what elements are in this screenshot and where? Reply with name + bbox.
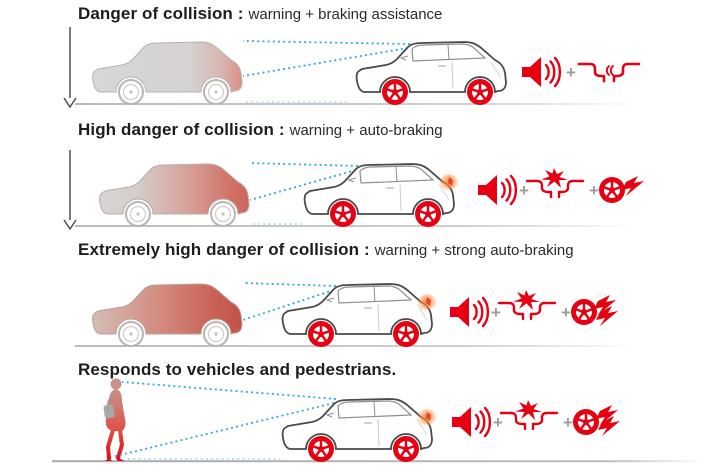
ground-line: [75, 103, 638, 105]
pedestrian-graphic: [103, 378, 126, 461]
sequence-arrow-icon: [63, 150, 77, 231]
row3-title: Extremely high danger of collision :warn…: [78, 240, 574, 260]
plus-sign: +: [493, 413, 503, 432]
ground-line: [52, 460, 706, 463]
warning-sound-icon: [520, 55, 562, 89]
auto-brake-icon: [597, 174, 646, 205]
row3-icons: + +: [448, 288, 620, 329]
collision-icon: [499, 398, 559, 431]
plus-sign: +: [566, 63, 576, 82]
subject-vehicle-graphic: [281, 283, 436, 349]
row3-title-strong: Extremely high danger of collision :: [78, 240, 370, 259]
row2-title-detail: warning + auto-braking: [289, 122, 443, 139]
scene-pedestrian: + +: [52, 378, 706, 464]
lead-vehicle-graphic: [92, 283, 243, 347]
ground-line: [75, 225, 638, 227]
row2-icons: + +: [476, 166, 646, 207]
subject-vehicle-graphic: [303, 163, 458, 229]
subject-vehicle-graphic: [355, 41, 507, 107]
scene-danger: +: [63, 27, 641, 109]
plus-sign: +: [589, 181, 599, 200]
warning-sound-icon: [450, 405, 492, 439]
row2-title: High danger of collision :warning + auto…: [78, 120, 443, 140]
radar-beam: [249, 162, 359, 225]
scene-extreme-danger: + +: [75, 282, 638, 349]
scene-high-danger: + +: [63, 150, 646, 231]
lead-vehicle-graphic: [99, 163, 250, 227]
strong-auto-brake-icon: [569, 293, 620, 328]
radar-beam: [242, 282, 337, 321]
plus-sign: +: [519, 181, 529, 200]
row3-title-detail: warning + strong auto-braking: [374, 242, 574, 259]
lead-vehicle-graphic: [92, 41, 243, 105]
plus-sign: +: [561, 303, 571, 322]
row4-title-strong: Responds to vehicles and pedestrians.: [78, 360, 397, 379]
collision-proximity-icon: [577, 62, 641, 83]
row1-title-strong: Danger of collision :: [78, 4, 244, 23]
ground-line: [75, 345, 638, 347]
subject-vehicle-graphic: [281, 398, 436, 464]
radar-beam: [111, 381, 337, 460]
row4-icons: + +: [450, 398, 622, 439]
row1-title: Danger of collision :warning + braking a…: [78, 4, 442, 24]
handbag: [103, 404, 115, 419]
row4-title: Responds to vehicles and pedestrians.: [78, 360, 401, 380]
collision-icon: [497, 288, 557, 321]
row1-title-detail: warning + braking assistance: [248, 6, 443, 23]
plus-sign: +: [491, 303, 501, 322]
warning-sound-icon: [448, 295, 490, 329]
row2-title-strong: High danger of collision :: [78, 120, 285, 139]
collision-icon: [525, 166, 585, 199]
warning-sound-icon: [476, 173, 518, 207]
strong-auto-brake-icon: [571, 403, 622, 438]
sequence-arrow-icon: [63, 27, 77, 109]
plus-sign: +: [563, 413, 573, 432]
radar-beam: [242, 40, 411, 103]
row1-icons: +: [520, 55, 641, 89]
